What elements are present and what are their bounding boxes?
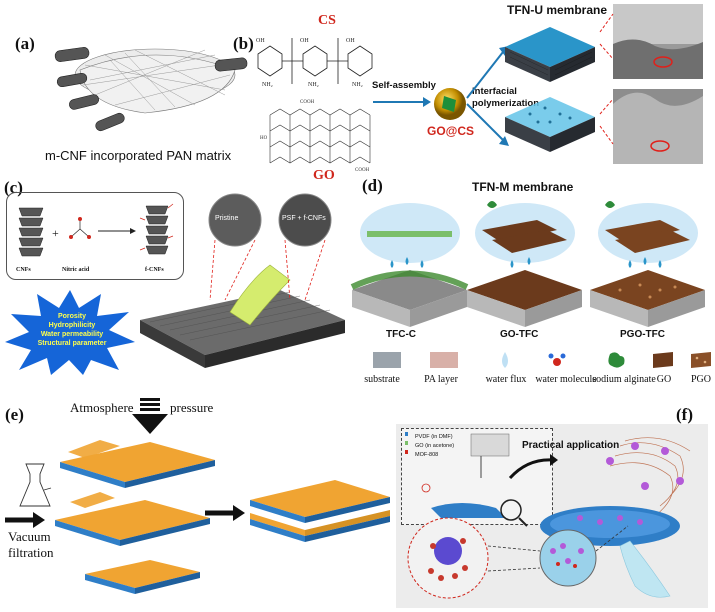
interfacial-polymerization-label: Interfacial polymerization [472,86,540,109]
go-label: GO [313,168,335,183]
panel-f-label: (f) [676,405,693,424]
membrane-sheet-c [140,264,345,368]
legend-go-acetone: GO (in acetone) [415,443,455,449]
property-starburst [5,290,135,375]
svg-text:OH: OH [300,38,309,44]
property-porosity: Porosity [57,313,86,320]
tfc-c-label: TFC-C [386,329,416,340]
fcnfs-label: f-CNFs [145,267,164,273]
svg-text:NH₂: NH₂ [352,82,363,88]
legend-mof-808: MOF-808 [415,452,439,458]
go-tfc-label: GO-TFC [500,329,539,340]
nitric-acid-structure [69,217,91,239]
substrate-icon [373,352,401,368]
panel-a-caption: m-CNF incorporated PAN matrix [45,148,232,163]
svg-text:OH: OH [256,38,265,44]
go-tfc-membrane [467,201,582,327]
legend-icons-d [373,352,711,368]
plus-sign: + [52,226,59,240]
svg-text:HO: HO [260,136,268,141]
membrane-application-illustration [540,437,691,598]
svg-text:OH: OH [346,38,355,44]
tfn-u-membrane-title: TFN-U membrane [507,3,608,17]
go-icon [653,352,673,368]
psf-fcnfs-label: PSF + f-CNFs [282,215,326,222]
cnf-stack-icon [18,207,44,257]
panel-e-label: (e) [5,405,24,424]
filtration-flask-icon [19,463,52,507]
legend-sodium-alginate: sodium alginate [592,374,656,385]
assembly-arrow [205,505,245,521]
svg-text:COOH: COOH [300,100,315,105]
self-assembly-label: Self-assembly [372,80,436,91]
property-structural-parameter: Structural parameter [37,340,107,347]
cnf-pan-matrix-illustration [54,47,248,132]
panel-d-label: (d) [362,176,383,195]
practical-application-label: Practical application [522,440,620,451]
legend-water-molecule: water molecule [535,374,597,385]
pa-layer-icon [430,352,458,368]
cs-label: CS [318,13,336,28]
stacked-membrane-right [250,480,390,542]
property-hydrophilicity: Hydrophilicity [48,322,96,329]
legend-pgo: PGO [690,374,711,385]
svg-text:NH₂: NH₂ [262,82,273,88]
nitric-acid-label: Nitric acid [62,267,90,273]
property-water-permeability: Water permeability [40,331,104,338]
go-at-cs-label: GO@CS [427,124,475,138]
filtration-label: filtration [8,545,54,560]
pgo-icon [691,352,711,368]
sem-images-b [599,4,703,164]
legend-pvdf: PVDF (in DMF) [415,434,453,440]
fcnf-stack-icon [139,203,174,255]
vacuum-arrow [5,512,45,528]
tfc-c-membrane [350,203,469,327]
inset-legend-f: PVDF (in DMF) GO (in acetone) MOF-808 [415,433,454,460]
water-flux-icon [502,352,508,368]
svg-text:NH₂: NH₂ [308,82,319,88]
sem-circles-c [208,193,332,301]
pgo-tfc-membrane [590,201,705,327]
self-assembly-arrow [373,97,431,107]
sodium-alginate-icon [608,352,625,368]
legend-water-flux: water flux [485,374,527,385]
tfn-u-membrane-top [505,27,595,82]
polymerization-arrows [466,46,509,146]
reaction-scheme-box [6,192,184,280]
reaction-arrow [98,228,136,234]
go-at-cs-sphere [434,88,466,120]
layered-sheets-left [55,440,215,594]
pressure-label: pressure [170,400,214,415]
mof-zoom-circles [407,517,629,599]
graphene-oxide-structure: COOH HO COOH [260,100,371,173]
pristine-label: Pristine [215,215,239,222]
panel-b-label: (b) [233,34,254,53]
legend-substrate: substrate [364,374,400,385]
electrospinning-setup [405,432,528,527]
vacuum-label: Vacuum [8,529,51,544]
legend-go: GO [656,374,672,385]
water-molecule-icon [548,353,566,366]
pgo-tfc-label: PGO-TFC [620,329,665,340]
tfn-m-membrane-title: TFN-M membrane [472,180,574,194]
tfn-u-membrane-bottom [505,97,595,152]
cnfs-label: CNFs [16,267,31,273]
pressure-arrow [132,398,168,434]
practical-application-arrow [508,454,558,480]
legend-pa-layer: PA layer [424,374,458,385]
atmosphere-label: Atmosphere [70,400,134,415]
panel-a-label: (a) [15,34,35,53]
property-list: Porosity Hydrophilicity Water permeabili… [22,312,122,348]
svg-text:COOH: COOH [355,168,370,173]
chitosan-structure: NH₂ NH₂ NH₂ OH OH OH [256,38,373,88]
